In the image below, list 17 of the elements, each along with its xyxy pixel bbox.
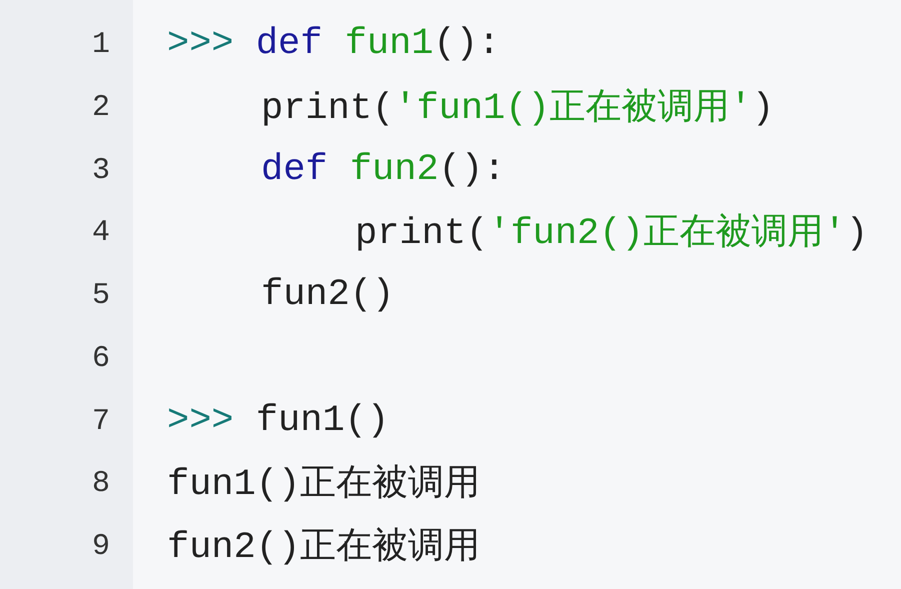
code-line: >>> def fun1(): — [167, 22, 500, 66]
line-number: 9 — [90, 529, 110, 566]
line-number: 8 — [90, 466, 110, 504]
line-number: 2 — [90, 90, 110, 127]
line-number: 1 — [90, 27, 110, 64]
line-number: 6 — [90, 340, 110, 378]
code-line: print('fun1()正在被调用') — [261, 84, 774, 131]
line-number: 3 — [90, 152, 110, 190]
line-number: 5 — [90, 278, 110, 315]
code-line: print('fun2()正在被调用') — [355, 210, 868, 256]
line-number: 4 — [90, 215, 110, 252]
code-line: fun2() — [261, 273, 394, 317]
line-number: 7 — [90, 404, 110, 440]
code-line: def fun2(): — [261, 148, 506, 192]
code-line: fun2()正在被调用 — [167, 524, 480, 570]
code-line: >>> fun1() — [167, 398, 390, 442]
code-line: fun1()正在被调用 — [167, 461, 480, 508]
